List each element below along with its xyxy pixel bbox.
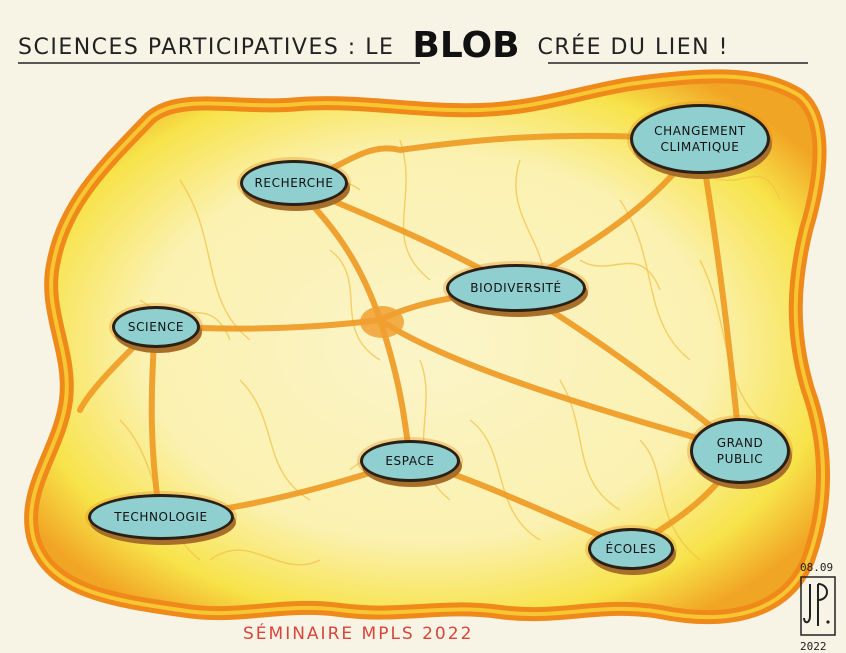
node-recherche: RECHERCHE	[240, 160, 348, 206]
node-ecoles: ÉCOLES	[588, 528, 674, 570]
title-right: CRÉE DU LIEN !	[537, 35, 729, 60]
page-title: SCIENCES PARTICIPATIVES : LE BLOB CRÉE D…	[18, 14, 808, 66]
node-technologie: TECHNOLOGIE	[88, 494, 234, 540]
node-science: SCIENCE	[112, 306, 200, 348]
hub-blotch	[360, 306, 404, 338]
node-grand-public: GRAND PUBLIC	[690, 418, 790, 484]
title-blob: BLOB	[412, 25, 520, 66]
node-espace: ESPACE	[360, 440, 460, 482]
signature-year: 2022	[800, 640, 827, 653]
signature-monogram	[800, 576, 836, 636]
footer-seminar: SÉMINAIRE MPLS 2022	[243, 624, 474, 644]
node-biodiversite: BIODIVERSITÉ	[446, 264, 586, 312]
title-left: SCIENCES PARTICIPATIVES : LE	[18, 35, 395, 60]
node-changement-climatique: CHANGEMENT CLIMATIQUE	[630, 104, 770, 174]
signature-date: 08.09	[800, 561, 834, 574]
